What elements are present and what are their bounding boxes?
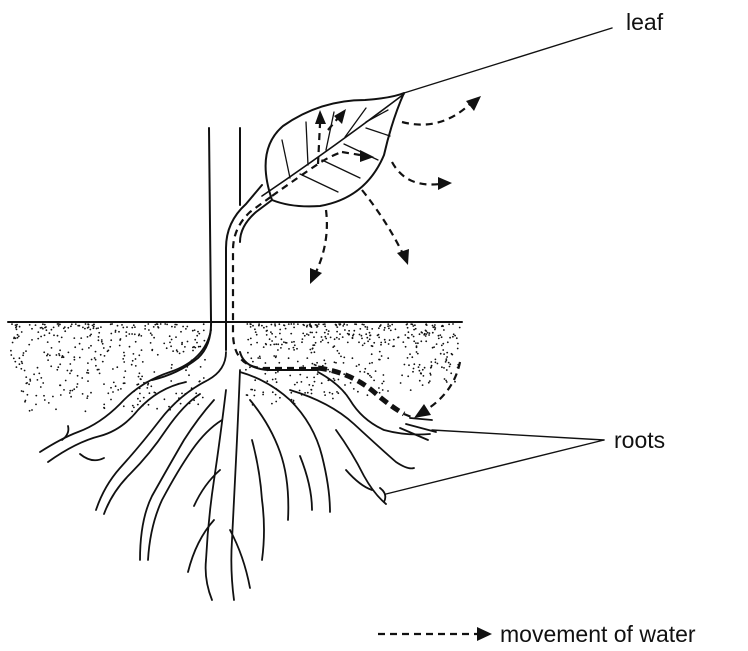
root-right-6 xyxy=(336,430,386,504)
leaf xyxy=(226,93,404,370)
arrowhead-leaf-upper xyxy=(334,109,346,124)
leaf-label: leaf xyxy=(626,9,664,35)
root-central-left xyxy=(206,390,226,600)
label-lines xyxy=(386,28,612,494)
arrowhead-out-3 xyxy=(397,249,409,265)
legend-text: movement of water xyxy=(500,621,696,647)
water-out-4 xyxy=(316,210,327,272)
root-main-left xyxy=(40,330,211,452)
water-in-soil xyxy=(426,362,460,410)
soil xyxy=(8,322,462,412)
root-right-3 xyxy=(252,440,264,560)
leaf-label-line xyxy=(404,28,612,93)
water-out-3 xyxy=(362,190,402,252)
roots-system xyxy=(40,330,436,600)
arrowhead-in-soil xyxy=(414,404,431,418)
water-out-1 xyxy=(402,104,470,125)
root-right-7 xyxy=(300,456,372,510)
root-right-1 xyxy=(240,372,330,512)
water-path-leaf-right xyxy=(342,152,360,155)
root-branch-1 xyxy=(48,382,186,462)
soil-speckles xyxy=(10,323,461,412)
water-out-2 xyxy=(392,162,440,185)
legend: movement of water xyxy=(378,621,696,647)
water-path-leaf-up xyxy=(318,124,320,164)
arrowhead-leaf-right xyxy=(360,150,374,162)
arrowhead-out-2 xyxy=(438,177,452,190)
legend-arrowhead xyxy=(477,627,492,641)
leaf-stalk-left xyxy=(226,185,262,350)
arrowhead-leaf-up xyxy=(315,110,326,124)
root-central-sub xyxy=(188,470,250,588)
root-central-right xyxy=(231,370,240,600)
roots-label: roots xyxy=(614,427,665,453)
roots-label-line-2 xyxy=(386,440,604,494)
arrowhead-out-1 xyxy=(466,96,481,111)
roots-label-line-1 xyxy=(432,430,604,440)
root-branch-3 xyxy=(62,426,104,460)
